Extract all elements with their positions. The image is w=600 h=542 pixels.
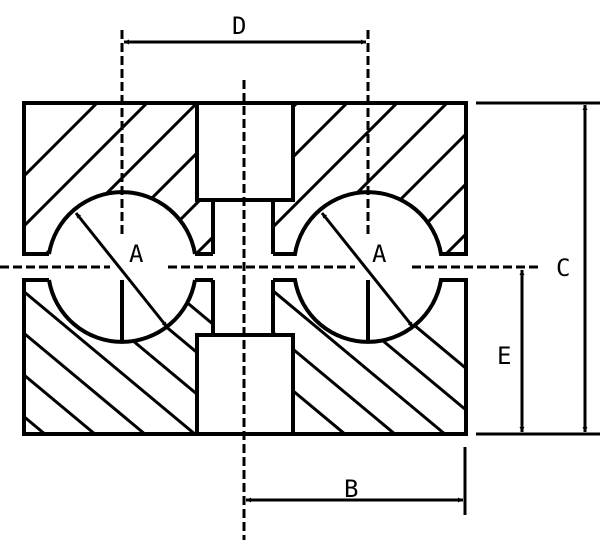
label-d: D xyxy=(232,12,246,40)
label-a-left: A xyxy=(129,240,144,268)
label-a-right: A xyxy=(372,240,387,268)
label-e: E xyxy=(497,342,511,370)
center-lines xyxy=(0,30,540,540)
label-b: B xyxy=(344,475,358,503)
dimension-arrows xyxy=(74,39,588,503)
dimension-a-left-arrow xyxy=(74,212,169,328)
extension-lines xyxy=(463,101,600,515)
dimension-a-right-arrow xyxy=(320,212,415,328)
label-c: C xyxy=(556,254,570,282)
